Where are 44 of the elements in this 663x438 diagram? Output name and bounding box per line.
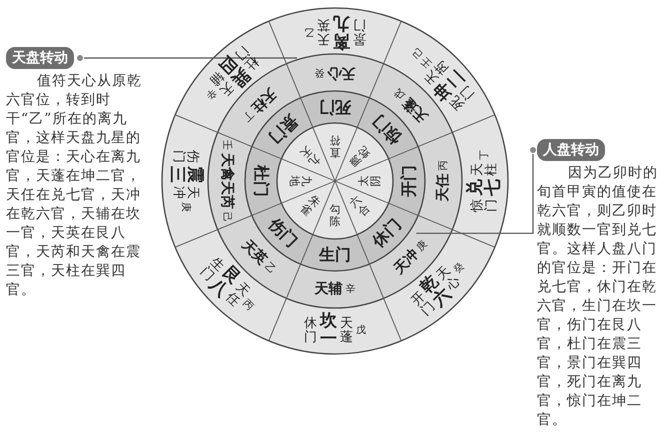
description-text: 因为乙卯时的旬首甲寅的值使在乾六官，则乙卯时就顺数一官到兑七官。这样人盘八门的官位是：开门在兑七官，休门在乾六官，生门在坎一官，伤门在艮八官，杜门在震三官，景门在巽四官，死门在离九官，惊门在坤二官。 — [537, 164, 659, 430]
palace-name: 兑七 — [467, 179, 503, 196]
description-text: 值符天心从原乾六官位，转到时干“乙”所在的离九官，这样天盘九星的官位是：天心在离九官，天蓬在坤二官，天任在兑七官，天冲在乾六官，天辅在坎一官，天英在艮八官，天芮和天禽在震三官，天柱在巽四官。 — [6, 72, 143, 300]
door-name: 死门 — [319, 98, 351, 118]
star-name: 天禽天芮 — [218, 153, 236, 209]
star-name: 天辅 — [314, 280, 342, 298]
deity-name: 太阴 — [358, 176, 382, 186]
door-name: 伤门 — [171, 150, 199, 163]
door-name: 开门 — [398, 165, 418, 197]
palace-name: 震三 — [167, 166, 203, 183]
deity-name: 勾陈 — [330, 204, 340, 228]
stem-character: 辛 — [203, 86, 218, 101]
stem-character: 庚 — [180, 202, 190, 212]
stem-character: 庚 — [415, 238, 431, 254]
star-name: 天英 — [317, 17, 330, 45]
stem-character: 戊 — [392, 85, 408, 101]
palace-name: 坎一 — [320, 313, 337, 349]
door-name: 景门 — [353, 17, 366, 45]
leader-line — [76, 54, 298, 62]
stem-character: 辛 — [346, 282, 356, 296]
star-name: 天心 — [328, 64, 356, 82]
door-name: 生门 — [319, 244, 351, 266]
stem-character: 丁 — [480, 150, 490, 160]
stem-character: 癸 — [314, 66, 324, 80]
deity-name: 直符 — [330, 134, 340, 158]
star-name: 天蓬 — [340, 317, 353, 345]
heading-tag: 天盘转动 — [6, 47, 74, 69]
stem-character: 丙 — [240, 298, 255, 313]
stem-character: 乙 — [304, 26, 314, 36]
star-name: 天冲 — [171, 186, 199, 199]
deity-name: 九地 — [288, 176, 312, 186]
door-name: 休门 — [304, 317, 317, 345]
stem-character: 己 — [220, 212, 233, 222]
heading-tag: 人盘转动 — [537, 139, 605, 161]
palace-name: 离九 — [333, 13, 350, 49]
stem-character: 丙 — [437, 160, 450, 170]
leader-line — [416, 146, 537, 234]
door-name: 惊门 — [471, 199, 499, 212]
star-name: 天任 — [434, 174, 452, 202]
stem-character: 壬 — [220, 140, 234, 150]
stem-character: 癸 — [452, 261, 467, 276]
door-name: 杜门 — [252, 165, 272, 197]
stem-character: 戊 — [356, 326, 366, 336]
star-name: 天柱 — [471, 163, 499, 176]
